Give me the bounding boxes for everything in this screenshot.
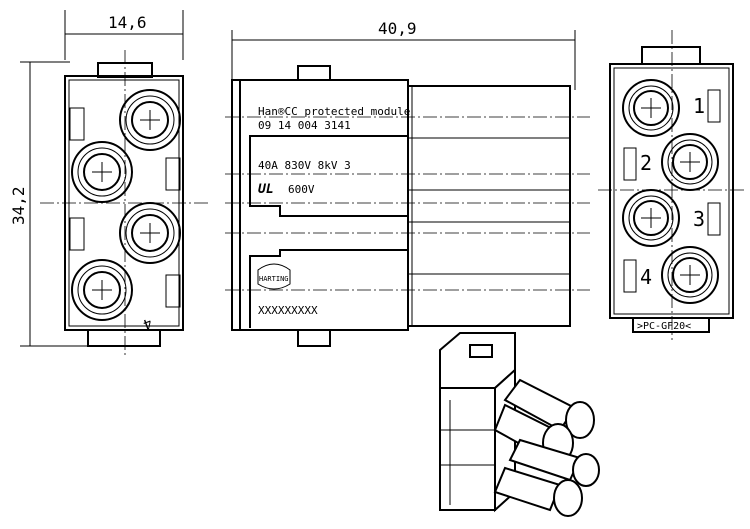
ul-logo: UL (258, 182, 274, 197)
width-dimension: 14,6 (108, 13, 147, 32)
rating-text: 40A 830V 8kV 3 (258, 159, 351, 172)
harting-logo: HARTING (257, 263, 291, 290)
pin-number-2: 2 (640, 151, 652, 175)
side-view: 40,9 Han®CC protected module 09 14 004 3… (225, 19, 590, 347)
pin-cylinders (493, 378, 600, 517)
pin-contacts (71, 89, 181, 321)
part-number: 09 14 004 3141 (258, 119, 351, 132)
rear-view: >PC-GF20< 1 2 3 4 (598, 30, 745, 340)
rear-pins (622, 79, 719, 304)
pin-number-3: 3 (693, 207, 705, 231)
isometric-view (439, 332, 600, 517)
serial-number: XXXXXXXXX (258, 304, 318, 317)
module-name: Han®CC protected module (258, 105, 410, 118)
material-mark: >PC-GF20< (637, 321, 691, 332)
length-dimension: 40,9 (378, 19, 417, 38)
svg-text:HARTING: HARTING (259, 275, 289, 283)
height-dimension: 34,2 (9, 186, 28, 225)
front-view: 14,6 34,2 4 (9, 10, 210, 355)
ul-rating: 600V (288, 183, 315, 196)
pin-number-4: 4 (640, 265, 652, 289)
pin-number-1: 1 (693, 94, 705, 118)
